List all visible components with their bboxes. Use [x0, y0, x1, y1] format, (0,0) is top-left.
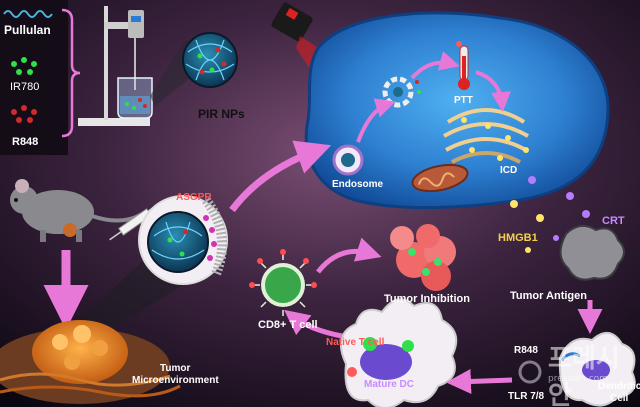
cd8-t-cell-icon [249, 249, 317, 316]
dendritic-cell-label-1: Dendritic [598, 381, 640, 392]
ir780-dots-icon [11, 57, 37, 75]
asgpr-label: ASGPR [176, 192, 212, 203]
tlr78-label: TLR 7/8 [508, 391, 545, 402]
pullulan-chain-icon [3, 10, 53, 18]
stirrer-apparatus-icon [78, 6, 153, 126]
mature-dc-label: Mature DC [364, 379, 415, 390]
watermark-url: pressian.com [548, 374, 608, 384]
pir-nanoparticle-icon [182, 32, 238, 88]
laser-device-icon [271, 2, 313, 42]
hmgb1-label: HMGB1 [498, 232, 538, 244]
r848-dots-icon [11, 105, 37, 123]
thermometer-icon [456, 41, 470, 90]
pullulan-label: Pullulan [4, 23, 51, 37]
cd8-t-cell-label: CD8+ T cell [258, 319, 318, 331]
endosome-label: Endosome [332, 179, 384, 190]
mitochondrion-icon [411, 163, 469, 193]
ptt-label: PTT [454, 95, 473, 106]
dendritic-cell-icon [558, 332, 636, 407]
tumor-antigen-label: Tumor Antigen [510, 290, 587, 302]
bracket-icon [61, 8, 81, 138]
uptake-arrow [229, 140, 332, 213]
mature-dc-icon [339, 298, 458, 407]
tumor-antigen-icon [559, 224, 625, 281]
mouse-icon [10, 179, 144, 242]
watermark-text: 프레시안 [548, 344, 620, 407]
released-endosome-icon [382, 76, 421, 108]
icd-signal-dots [461, 117, 529, 161]
tumor-env-label-2: Microenvironment [132, 375, 219, 386]
tumor-env-label-1: Tumor [160, 363, 191, 374]
watermark-logo-icon [518, 360, 542, 384]
tumor-mass-icon [0, 320, 181, 404]
dendritic-cell-label-2: Cell [610, 393, 629, 404]
endosome-icon [332, 144, 364, 176]
pir-nps-label: PIR NPs [198, 107, 245, 121]
icd-label: ICD [500, 165, 518, 176]
r848-label-right: R848 [514, 345, 538, 356]
r848-label-left: R848 [12, 136, 39, 148]
tumor-inhibition-label: Tumor Inhibition [384, 293, 470, 305]
asgpr-receptor-icon [203, 215, 217, 261]
ir780-label: IR780 [10, 81, 40, 93]
tumor-inhibition-cluster-icon [390, 224, 456, 291]
native-t-cell-label: Native T cell [326, 337, 385, 348]
crt-label: CRT [602, 215, 625, 227]
